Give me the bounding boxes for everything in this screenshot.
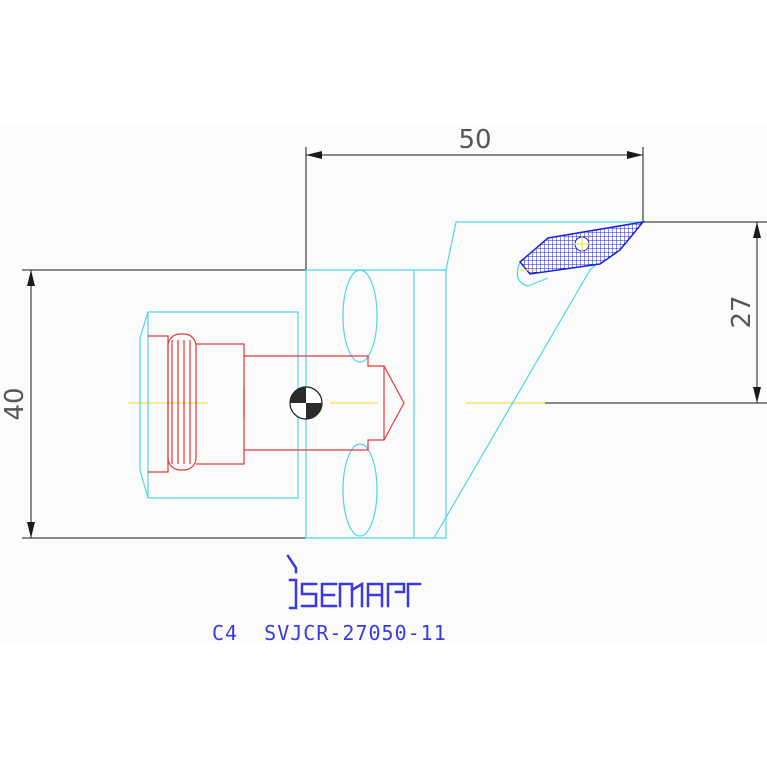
dimension-shank-label: 40	[0, 387, 30, 420]
part-code: C4 SVJCR-27050-11	[212, 621, 447, 645]
dimension-height: 27	[545, 221, 767, 404]
dimension-height-label: 27	[727, 295, 757, 328]
dimension-width: 50	[305, 125, 644, 270]
clamp-mechanism	[148, 333, 405, 473]
dimension-shank: 40	[0, 269, 306, 539]
cutting-insert	[518, 220, 645, 275]
iscar-logo-icon: iscar	[0, 0, 422, 610]
logo-text: iscar	[0, 0, 3, 1]
dimension-width-label: 50	[458, 125, 491, 155]
